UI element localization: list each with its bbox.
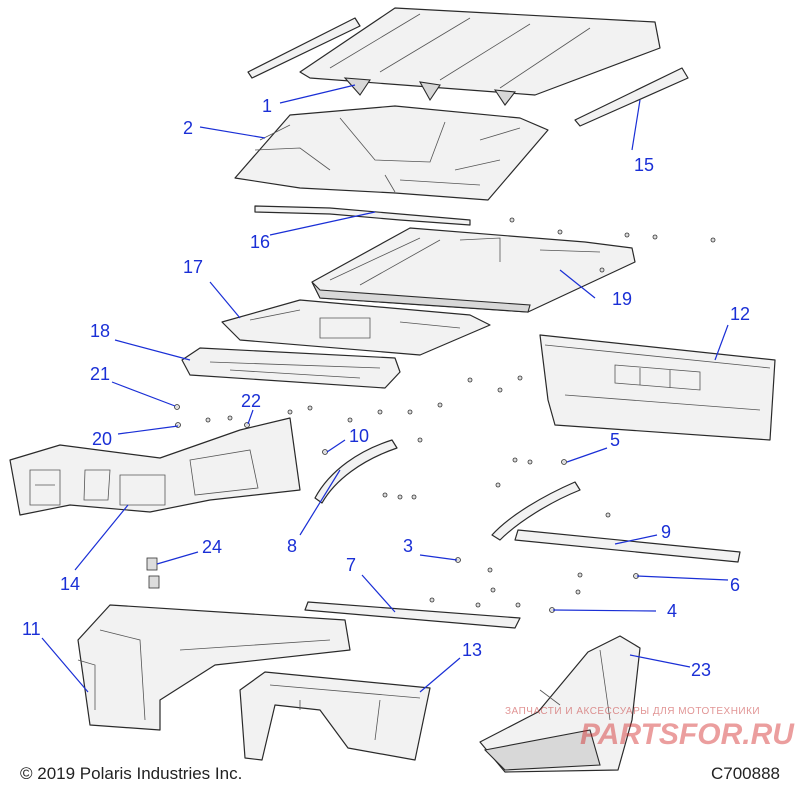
callout-5: 5 bbox=[610, 430, 620, 450]
part-a-pillar-trim-right bbox=[491, 481, 581, 541]
callout-20: 20 bbox=[92, 429, 112, 449]
callout-24: 24 bbox=[202, 537, 222, 557]
watermark-logo: PARTSFOR.RU bbox=[580, 718, 794, 751]
callout-23: 23 bbox=[691, 660, 711, 680]
part-dash-panel bbox=[9, 417, 301, 516]
callout-13: 13 bbox=[462, 640, 482, 660]
part-roof-liner-rear bbox=[311, 227, 636, 313]
watermark-text: ЗАПЧАСТИ И АКСЕССУАРЫ ДЛЯ МОТОТЕХНИКИ bbox=[505, 706, 761, 717]
part-header-panel bbox=[181, 347, 401, 389]
part-a-pillar-trim-left bbox=[314, 439, 398, 504]
callout-16: 16 bbox=[250, 232, 270, 252]
callout-15: 15 bbox=[634, 155, 654, 175]
callout-1: 1 bbox=[262, 96, 272, 116]
part-roof-liner-front bbox=[221, 299, 491, 356]
callout-9: 9 bbox=[661, 522, 671, 542]
part-headliner bbox=[234, 105, 549, 201]
callout-19: 19 bbox=[612, 289, 632, 309]
part-floor-panel bbox=[479, 635, 641, 773]
part-crossbar bbox=[514, 529, 741, 563]
callout-22: 22 bbox=[241, 391, 261, 411]
callout-3: 3 bbox=[403, 536, 413, 556]
callout-8: 8 bbox=[287, 536, 297, 556]
callout-2: 2 bbox=[183, 118, 193, 138]
part-lower-strip bbox=[304, 601, 521, 629]
part-roof bbox=[247, 7, 689, 127]
callout-18: 18 bbox=[90, 321, 110, 341]
copyright-text: © 2019 Polaris Industries Inc. bbox=[20, 764, 243, 783]
callout-21: 21 bbox=[90, 364, 110, 384]
part-rear-panel bbox=[539, 334, 776, 441]
callout-4: 4 bbox=[667, 601, 677, 621]
callout-12: 12 bbox=[730, 304, 750, 324]
part-side-panel-center bbox=[239, 671, 431, 761]
part-clips bbox=[146, 557, 160, 589]
callout-leaders bbox=[41, 84, 729, 693]
callout-numbers: 1 2 3 4 5 6 7 8 9 10 11 12 13 14 15 16 1… bbox=[22, 96, 750, 680]
callout-11: 11 bbox=[22, 619, 41, 639]
callout-10: 10 bbox=[349, 426, 369, 446]
callout-6: 6 bbox=[730, 575, 740, 595]
callout-17: 17 bbox=[183, 257, 203, 277]
part-trim-strip bbox=[254, 205, 471, 226]
callout-14: 14 bbox=[60, 574, 80, 594]
callout-7: 7 bbox=[346, 555, 356, 575]
part-side-panel-left bbox=[77, 604, 351, 731]
hardware-fasteners bbox=[174, 217, 716, 613]
diagram-code: C700888 bbox=[710, 764, 780, 783]
